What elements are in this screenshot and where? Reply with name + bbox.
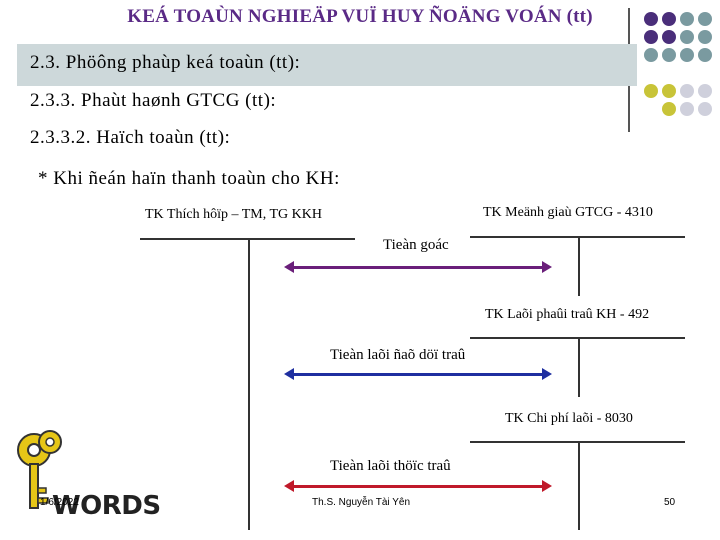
dot [680, 48, 694, 62]
dot [698, 48, 712, 62]
flow-label-actual-interest: Tieàn laõi thöïc traû [330, 458, 451, 475]
dot [698, 84, 712, 98]
dot [680, 102, 694, 116]
account-right-label: TK Meänh giaù GTCG - 4310 [483, 205, 653, 221]
dot [644, 48, 658, 62]
arrow-actual-interest [292, 485, 544, 488]
slide-title: KEÁ TOAÙN NGHIEÄP VUÏ HUY ÑOÄNG VOÁN (tt… [0, 6, 720, 28]
arrow-head-left [284, 480, 294, 492]
decorative-dots [640, 8, 720, 133]
account-interest-expense-label: TK Chi phí laõi - 8030 [505, 411, 633, 427]
dot [680, 12, 694, 26]
dot [698, 102, 712, 116]
dot [662, 84, 676, 98]
heading-line-2: 2.3.3. Phaùt haønh GTCG (tt): [30, 90, 276, 112]
arrow-head-left [284, 261, 294, 273]
dot [662, 12, 676, 26]
footer-author: Th.S. Nguyễn Tài Yên [312, 497, 410, 508]
arrow-accrued-interest [292, 373, 544, 376]
arrow-principal [292, 266, 544, 269]
dot [644, 84, 658, 98]
footer-date: 1/6/2022 [40, 497, 79, 508]
dot [644, 12, 658, 26]
arrow-head-right [542, 480, 552, 492]
arrow-head-right [542, 261, 552, 273]
dot [698, 30, 712, 44]
dot [662, 48, 676, 62]
account-left-divider [248, 238, 250, 530]
page-number: 50 [664, 497, 675, 508]
flow-label-principal: Tieàn goác [383, 237, 449, 254]
account-interest-payable-divider [578, 337, 580, 397]
arrow-head-left [284, 368, 294, 380]
dot [680, 30, 694, 44]
account-left-label: TK Thích hôïp – TM, TG KKH [145, 207, 322, 223]
account-interest-payable-label: TK Laõi phaûi traû KH - 492 [485, 307, 649, 323]
heading-line-3: 2.3.3.2. Haïch toaùn (tt): [30, 127, 230, 149]
account-right-divider [578, 236, 580, 296]
dot [680, 84, 694, 98]
dot [662, 102, 676, 116]
account-interest-expense-divider [578, 441, 580, 530]
dot [698, 12, 712, 26]
arrow-head-right [542, 368, 552, 380]
dot [644, 30, 658, 44]
flow-label-accrued-interest: Tieàn laõi ñaõ döï traû [330, 347, 465, 364]
heading-line-4: * Khi ñeán haïn thanh toaùn cho KH: [38, 168, 340, 190]
heading-line-1: 2.3. Phöông phaùp keá toaùn (tt): [30, 52, 300, 74]
dot [662, 30, 676, 44]
